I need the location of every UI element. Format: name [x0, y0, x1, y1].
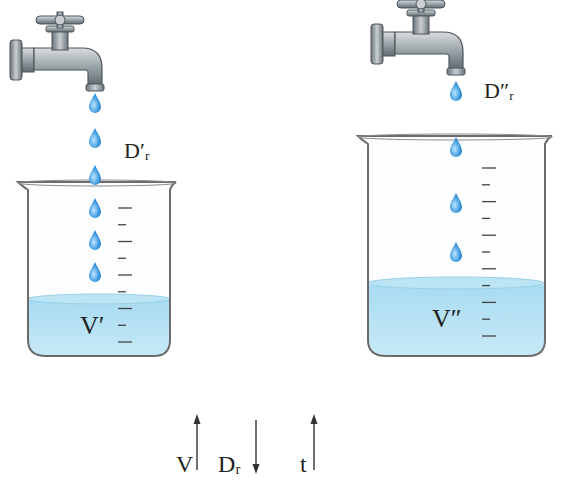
- trend-label: V: [176, 452, 193, 476]
- drip-rate-label: D′ᵣ: [124, 140, 150, 162]
- beaker: [18, 180, 176, 356]
- trend-arrows: [194, 414, 318, 474]
- drip-rate-label: D″ᵣ: [484, 80, 514, 102]
- trend-label: Dᵣ: [218, 452, 241, 476]
- volume-label: V′: [80, 313, 104, 339]
- graduation-marks: [482, 168, 496, 336]
- trend-label: t: [300, 452, 307, 476]
- water-drops: [450, 81, 462, 262]
- volume-label: V″: [432, 306, 462, 332]
- beaker: [358, 134, 552, 356]
- water-drops: [89, 93, 101, 282]
- graduation-marks: [118, 208, 132, 342]
